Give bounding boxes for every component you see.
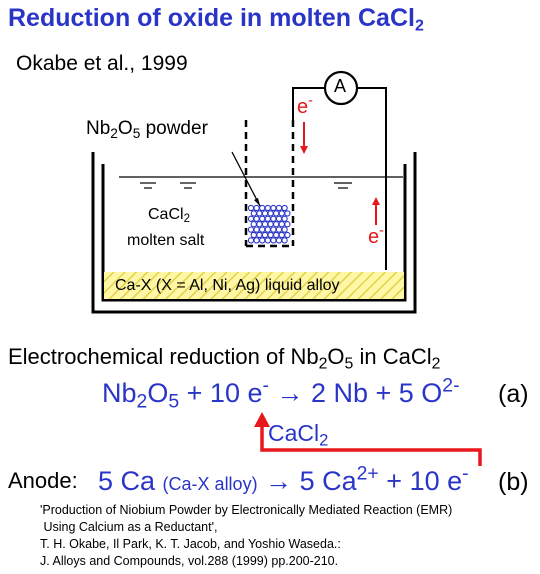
alloy-label: Ca-X (X = Al, Ni, Ag) liquid alloy bbox=[115, 277, 340, 294]
reference-line-2: Using Calcium as a Reductant', bbox=[40, 520, 218, 534]
powder-particle bbox=[270, 237, 277, 244]
anode-equation: 5 Ca (Ca-X alloy) → 5 Ca2+ + 10 e- bbox=[98, 462, 469, 496]
powder-particle bbox=[278, 231, 285, 239]
crucible-inner bbox=[101, 164, 407, 302]
powder-particle bbox=[284, 221, 291, 228]
powder-particle bbox=[281, 237, 288, 244]
powder-particle bbox=[259, 215, 266, 222]
powder-particle bbox=[267, 210, 274, 217]
powder-particle bbox=[281, 215, 288, 222]
powder-particle bbox=[270, 215, 277, 222]
ammeter-label: A bbox=[334, 76, 347, 96]
powder-particle bbox=[281, 226, 288, 233]
powder-particle bbox=[247, 237, 255, 244]
powder-particle bbox=[250, 221, 257, 228]
powder-particle bbox=[273, 231, 280, 239]
reaction-medium-label: CaCl2 bbox=[268, 420, 329, 450]
powder-particle bbox=[275, 204, 283, 212]
reaction-pathway-arrow bbox=[260, 425, 482, 466]
page-title: Reduction of oxide in molten CaCl2 bbox=[8, 4, 424, 35]
citation-text: Okabe et al., 1999 bbox=[16, 52, 188, 75]
powder-particle bbox=[261, 210, 269, 217]
powder-particle bbox=[256, 210, 263, 217]
powder-particle bbox=[250, 231, 257, 239]
electron-label-top: e- bbox=[297, 93, 313, 118]
powder-particle bbox=[264, 237, 271, 244]
equation-tag-b: (b) bbox=[498, 468, 529, 496]
reaction-heading: Electrochemical reduction of Nb2O5 in Ca… bbox=[8, 344, 441, 373]
powder-particle bbox=[275, 226, 283, 233]
circuit-wire-left bbox=[292, 87, 325, 120]
powder-pointer-arrow bbox=[231, 151, 261, 207]
powder-particle bbox=[261, 221, 269, 228]
powder-particle bbox=[270, 204, 277, 212]
salt-label-line1: CaCl2 bbox=[148, 206, 190, 226]
powder-particle bbox=[259, 226, 266, 233]
surface-markers bbox=[140, 182, 352, 189]
electron-label-right: e- bbox=[368, 223, 384, 248]
reference-line-4: J. Alloys and Compounds, vol.288 (1999) … bbox=[40, 554, 339, 568]
powder-label: Nb2O5 powder bbox=[86, 118, 208, 141]
powder-particle bbox=[261, 231, 269, 239]
powder-particle bbox=[256, 221, 263, 228]
powder-particle bbox=[253, 204, 260, 212]
powder-particle bbox=[247, 215, 255, 222]
powder-particle bbox=[267, 221, 274, 228]
reference-line-3: T. H. Okabe, Il Park, K. T. Jacob, and Y… bbox=[40, 537, 341, 551]
equation-tag-a: (a) bbox=[498, 380, 529, 408]
reference-block: 'Production of Niobium Powder by Electro… bbox=[40, 502, 452, 570]
powder-particle bbox=[259, 204, 266, 212]
powder-particle bbox=[253, 226, 260, 233]
anode-label: Anode: bbox=[8, 468, 78, 493]
powder-particle bbox=[264, 215, 271, 222]
powder-particle bbox=[273, 221, 280, 228]
dashed-basket bbox=[244, 120, 295, 248]
powder-particle bbox=[250, 210, 257, 217]
ammeter-circle bbox=[323, 70, 359, 106]
nb2o5-particles bbox=[247, 204, 291, 244]
powder-particle bbox=[247, 204, 255, 212]
powder-particle bbox=[275, 215, 283, 222]
vessel-outer bbox=[91, 152, 417, 314]
powder-particle bbox=[284, 231, 291, 239]
powder-particle bbox=[267, 231, 274, 239]
powder-particle bbox=[253, 237, 260, 244]
salt-label-line2: molten salt bbox=[127, 232, 205, 249]
circuit-wire-right bbox=[358, 87, 387, 258]
powder-particle bbox=[273, 210, 280, 217]
powder-particle bbox=[259, 237, 266, 244]
reference-line-1: 'Production of Niobium Powder by Electro… bbox=[40, 503, 453, 517]
cathode-equation: Nb2O5 + 10 e- → 2 Nb + 5 O2- bbox=[102, 374, 460, 413]
powder-particle bbox=[281, 204, 288, 212]
powder-particle bbox=[256, 231, 263, 239]
powder-particle bbox=[247, 226, 255, 233]
powder-particle bbox=[264, 226, 271, 233]
powder-particle bbox=[253, 215, 260, 222]
powder-particle bbox=[270, 226, 277, 233]
powder-particle bbox=[275, 237, 283, 244]
powder-particle bbox=[264, 204, 271, 212]
powder-particle bbox=[278, 210, 285, 217]
powder-particle bbox=[284, 210, 291, 217]
liquid-alloy-layer bbox=[104, 272, 404, 299]
powder-particle bbox=[278, 221, 285, 228]
